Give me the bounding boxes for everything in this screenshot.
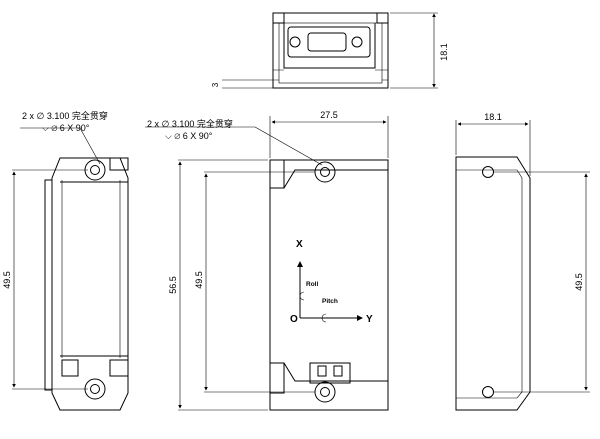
top-dim-small: 3 (211, 82, 220, 87)
axis-origin-label: O (290, 314, 298, 325)
front-dim-width: 27.5 (320, 110, 338, 120)
left-view: 2 x ∅ 3.100 完全贯穿 ⌵ ∅ 6 X 90° 49.5 (2, 110, 129, 411)
front-view: 2 x ∅ 3.100 完全贯穿 ⌵ ∅ 6 X 90° 27.5 56.5 4… (145, 110, 389, 411)
roll-rotation-icon (299, 291, 305, 301)
axis-x-label: X (296, 239, 303, 250)
right-dim-width: 18.1 (484, 112, 502, 122)
axis-roll-label: Roll (306, 281, 318, 288)
front-dim-overall: 56.5 (168, 276, 178, 294)
right-dim-height: 49.5 (574, 273, 584, 291)
axis-y-label: Y (366, 314, 373, 325)
axis-pitch-label: Pitch (322, 298, 338, 305)
top-view: 18.1 3 (211, 12, 449, 89)
pitch-rotation-icon (321, 313, 327, 323)
front-hole-callout-2: ⌵ ∅ 6 X 90° (165, 131, 213, 141)
left-dim-height: 49.5 (2, 271, 12, 289)
left-hole-callout-2: ⌵ ∅ 6 X 90° (42, 123, 90, 133)
right-view: 18.1 49.5 (455, 112, 590, 411)
front-hole-callout-1: 2 x ∅ 3.100 完全贯穿 (147, 118, 233, 129)
left-hole-callout-1: 2 x ∅ 3.100 完全贯穿 (22, 110, 108, 121)
front-dim-holes: 49.5 (194, 271, 204, 289)
top-dim-height: 18.1 (439, 43, 449, 61)
axis-indicator: X Y O Roll Pitch (290, 239, 373, 325)
